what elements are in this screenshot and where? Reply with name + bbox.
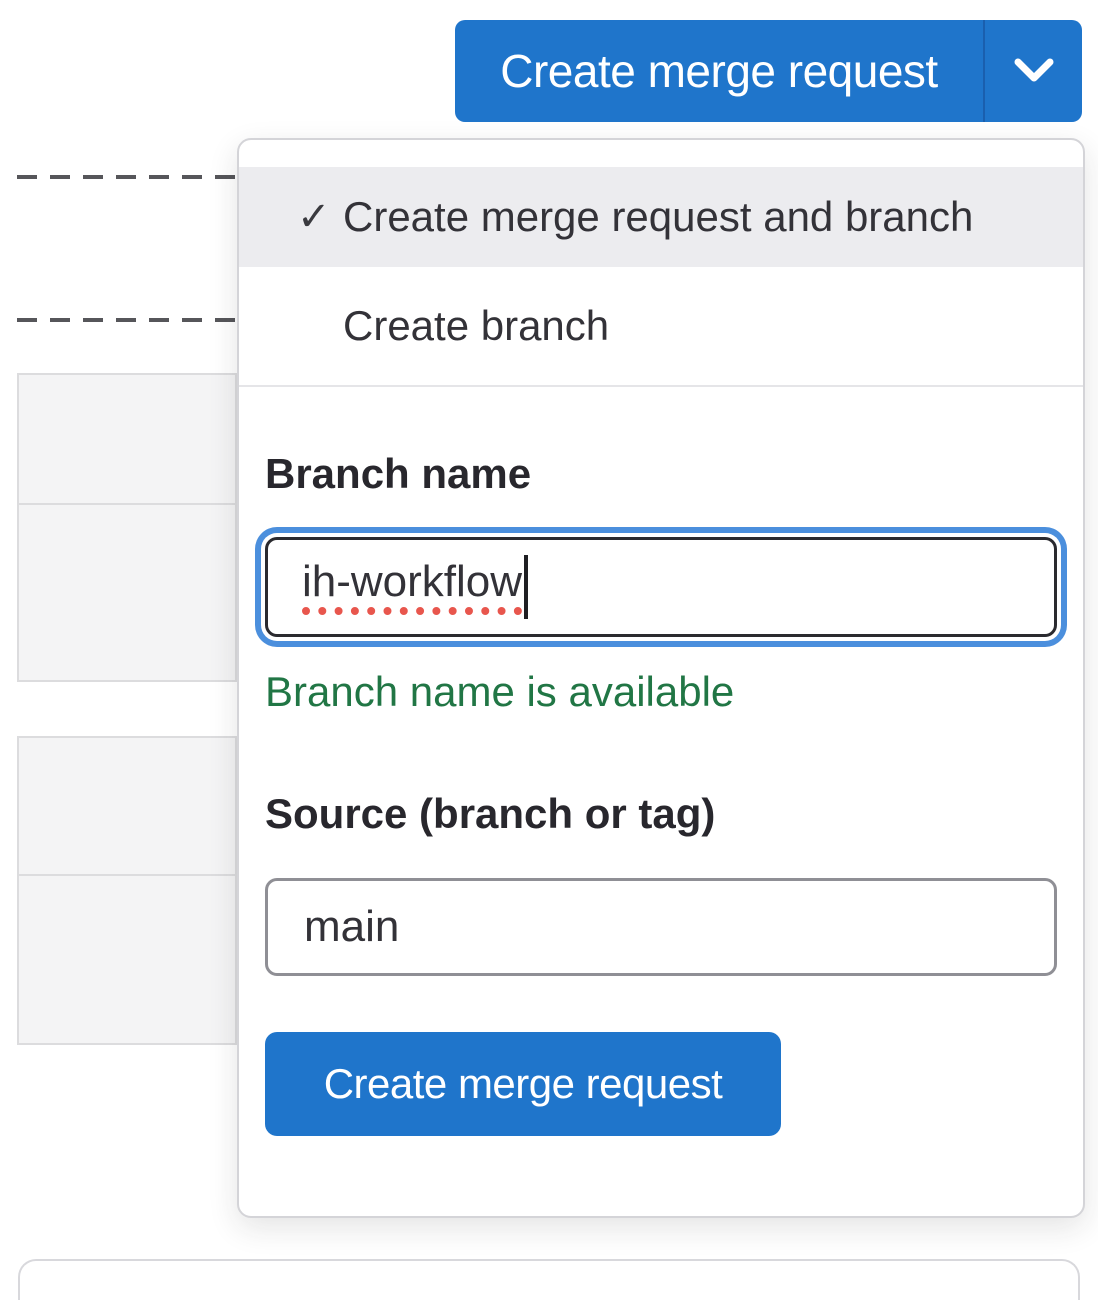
branch-name-label: Branch name (265, 450, 532, 497)
split-button-toggle[interactable] (985, 20, 1082, 122)
menu-item-create-branch[interactable]: Create branch (239, 267, 1083, 385)
branch-name-input[interactable]: ih-workflow (265, 537, 1057, 638)
create-branch-form: Branch name ih-workflow Branch name is a… (239, 450, 1083, 1136)
text-cursor (524, 555, 529, 620)
background-table-row (17, 503, 237, 682)
source-label: Source (branch or tag) (265, 790, 716, 838)
menu-divider (239, 385, 1083, 387)
submit-create-merge-request-button[interactable]: Create merge request (265, 1031, 781, 1136)
split-button-divider (983, 20, 985, 122)
chevron-down-icon (1012, 55, 1056, 88)
background-dashed-line (17, 175, 237, 179)
bottom-panel-partial (18, 1259, 1080, 1300)
menu-item-label: Create branch (343, 302, 610, 349)
background-table-row (17, 736, 237, 876)
dropdown-menu: ✓ Create merge request and branch Create… (239, 167, 1083, 385)
background-table-row (17, 874, 237, 1045)
menu-item-label: Create merge request and branch (343, 193, 974, 240)
branch-name-value: ih-workflow (302, 559, 523, 615)
check-icon: ✓ (297, 195, 331, 239)
source-value: main (304, 901, 400, 951)
create-merge-request-split-button: Create merge request (455, 20, 1082, 122)
branch-name-availability-message: Branch name is available (265, 668, 735, 716)
menu-item-create-mr-and-branch[interactable]: ✓ Create merge request and branch (239, 167, 1083, 267)
create-merge-request-button[interactable]: Create merge request (455, 20, 983, 122)
create-branch-dropdown-panel: ✓ Create merge request and branch Create… (237, 138, 1085, 1218)
background-table-row (17, 373, 237, 505)
source-input[interactable]: main (265, 877, 1057, 976)
background-dashed-line (17, 318, 237, 322)
